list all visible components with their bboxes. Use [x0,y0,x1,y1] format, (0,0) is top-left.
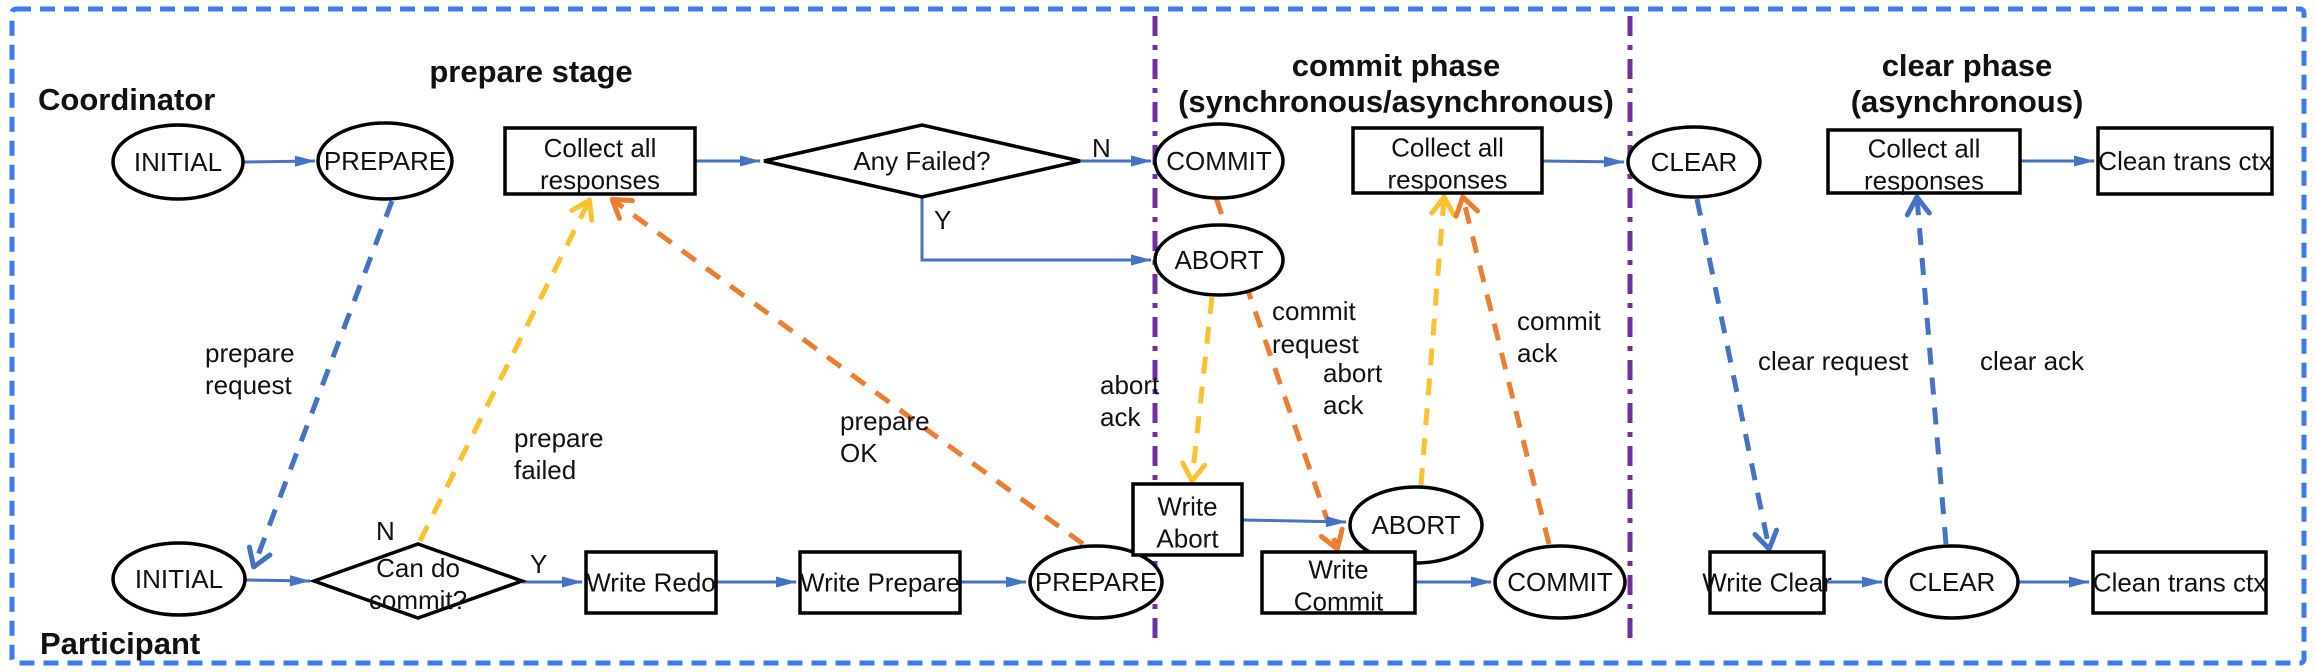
abort-ack-left-label: ack [1100,402,1141,432]
node-participant-write-redo [584,550,718,615]
commit-request-label: request [1272,329,1359,359]
node-label-coordinator-collect-responses-clear: Collect all [1868,134,1981,164]
node-coordinator-collect-responses-commit [1351,126,1544,195]
lane-label-coordinator: Coordinator [38,82,215,117]
node-label-coordinator-collect-responses-prepare: Collect all [544,133,657,163]
phase-title-prepare-stage: prepare stage [429,54,632,89]
node-participant-write-abort [1131,482,1244,557]
node-label-participant-clean-trans-ctx: Clean trans ctx [2093,568,2266,598]
node-label-coordinator-clear: CLEAR [1651,147,1738,177]
node-label-participant-abort: ABORT [1371,510,1460,540]
node-participant-write-prepare [798,550,962,615]
prepare-ok-label: OK [840,438,878,468]
node-label-participant-write-abort: Abort [1156,524,1219,554]
abort-ack-down-arrow [1180,296,1215,484]
node-label-participant-can-do-commit: Can do [376,553,460,583]
branch-label-can-do-commit-n: N [376,516,395,546]
lane-label-participant: Participant [40,626,200,661]
abort-ack-mid-label: ack [1323,390,1364,420]
commit-request-label: commit [1272,296,1357,326]
node-coordinator-collect-responses-prepare [503,126,697,196]
abort-ack-left-label: abort [1100,370,1160,400]
node-label-participant-write-prepare: Write Prepare [800,568,960,598]
node-coordinator-collect-responses-clear [1826,128,2022,195]
prepare-failed-arrow [417,197,595,543]
node-coordinator-any-failed [763,123,1081,199]
prepare-ok-label: prepare [840,406,930,436]
node-coordinator-abort [1153,223,1285,297]
node-label-participant-write-clear: Write Clear [1702,568,1832,598]
node-coordinator-clean-trans-ctx [2096,126,2274,196]
node-label-coordinator-commit: COMMIT [1166,146,1272,176]
commit-ack-label: ack [1517,338,1558,368]
clear-ack-arrow [1904,194,1949,545]
commit-ack-label: commit [1517,306,1602,336]
phase-title-clear-phase: (asynchronous) [1851,84,2084,119]
node-label-coordinator-collect-responses-commit: Collect all [1391,133,1504,163]
node-label-participant-initial: INITIAL [135,564,223,594]
node-label-participant-write-commit: Write [1308,555,1368,585]
node-label-participant-write-redo: Write Redo [586,568,716,598]
node-label-participant-can-do-commit: commit? [369,585,467,615]
node-participant-clear [1884,544,2020,620]
phase-title-clear-phase: clear phase [1882,48,2053,83]
prepare-request-label: request [205,370,292,400]
node-label-participant-write-abort: Write [1157,492,1217,522]
phase-title-commit-phase: commit phase [1292,48,1500,83]
node-label-participant-prepare: PREPARE [1035,567,1157,597]
node-participant-write-clear [1708,550,1826,615]
prepare-failed-label: prepare [514,423,604,453]
outer-border [9,6,2307,666]
write-abort-to-p-abort [1241,516,1347,528]
branch-label-can-do-commit-y: Y [530,549,547,579]
node-label-coordinator-clean-trans-ctx: Clean trans ctx [2098,146,2271,176]
node-label-coordinator-initial: INITIAL [134,147,222,177]
initial-to-prepare [242,155,316,167]
node-coordinator-prepare [316,121,454,201]
node-coordinator-initial [111,123,245,201]
node-label-coordinator-collect-responses-clear: responses [1864,166,1984,196]
prepare-ok-arrow [609,196,1085,547]
abort-ack-up-arrow [1418,194,1457,486]
node-label-coordinator-any-failed: Any Failed? [853,146,990,176]
node-label-participant-clear: CLEAR [1909,567,1996,597]
node-label-coordinator-prepare: PREPARE [324,146,446,176]
node-participant-prepare [1028,544,1164,620]
abort-ack-mid-label: abort [1323,358,1383,388]
branch-label-any-failed-n: N [1092,133,1111,163]
node-participant-can-do-commit [308,542,528,620]
node-participant-write-commit [1260,550,1417,615]
node-label-coordinator-collect-responses-commit: responses [1388,165,1508,195]
clear-ack-label: clear ack [1980,346,2085,376]
node-label-coordinator-collect-responses-prepare: responses [540,165,660,195]
node-label-coordinator-abort: ABORT [1174,245,1263,275]
phase-title-commit-phase: (synchronous/asynchronous) [1178,84,1614,119]
clear-request-label: clear request [1758,346,1909,376]
node-coordinator-clear [1626,125,1762,199]
node-coordinator-commit [1153,122,1285,200]
prepare-failed-label: failed [514,455,576,485]
node-participant-initial [111,541,247,617]
node-participant-clean-trans-ctx [2091,550,2268,615]
node-participant-commit [1493,544,1627,620]
prepare-request-arrow [246,200,395,570]
node-label-participant-write-commit: Commit [1294,587,1384,617]
collect-to-clear [1541,156,1625,168]
commit-ack-arrow [1453,194,1552,545]
prepare-request-label: prepare [205,338,295,368]
any-failed-y-to-abort [920,197,1152,266]
node-label-participant-commit: COMMIT [1507,567,1613,597]
branch-label-any-failed-y: Y [934,205,951,235]
p-initial-to-can-do-commit [244,575,311,587]
